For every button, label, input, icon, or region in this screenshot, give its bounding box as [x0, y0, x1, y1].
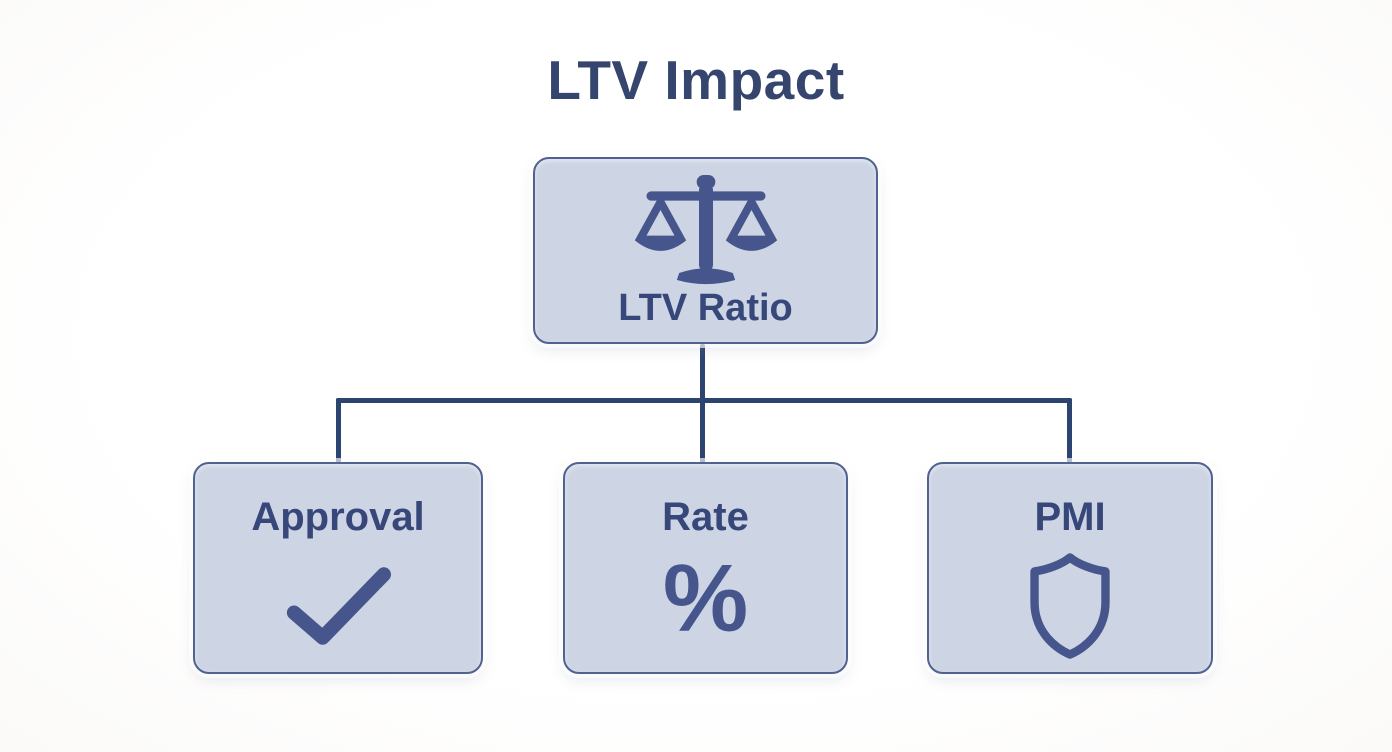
connector-drop-pmi [1067, 398, 1072, 464]
node-rate: Rate % [563, 462, 848, 674]
connector-drop-approval [336, 398, 341, 464]
node-approval: Approval [193, 462, 483, 674]
node-label: LTV Ratio [618, 287, 793, 329]
shield-icon [1022, 550, 1118, 662]
percent-icon: % [662, 545, 749, 652]
node-label: PMI [1034, 495, 1106, 539]
node-pmi: PMI [927, 462, 1213, 674]
diagram-title: LTV Impact [547, 49, 845, 111]
node-ltv-ratio: LTV Ratio [533, 157, 878, 344]
balance-scale-icon [628, 175, 784, 287]
node-label: Rate [662, 495, 749, 539]
connector-root-drop [700, 344, 705, 401]
checkmark-icon [280, 563, 396, 649]
node-label: Approval [251, 495, 425, 539]
connector-drop-rate [700, 398, 705, 464]
